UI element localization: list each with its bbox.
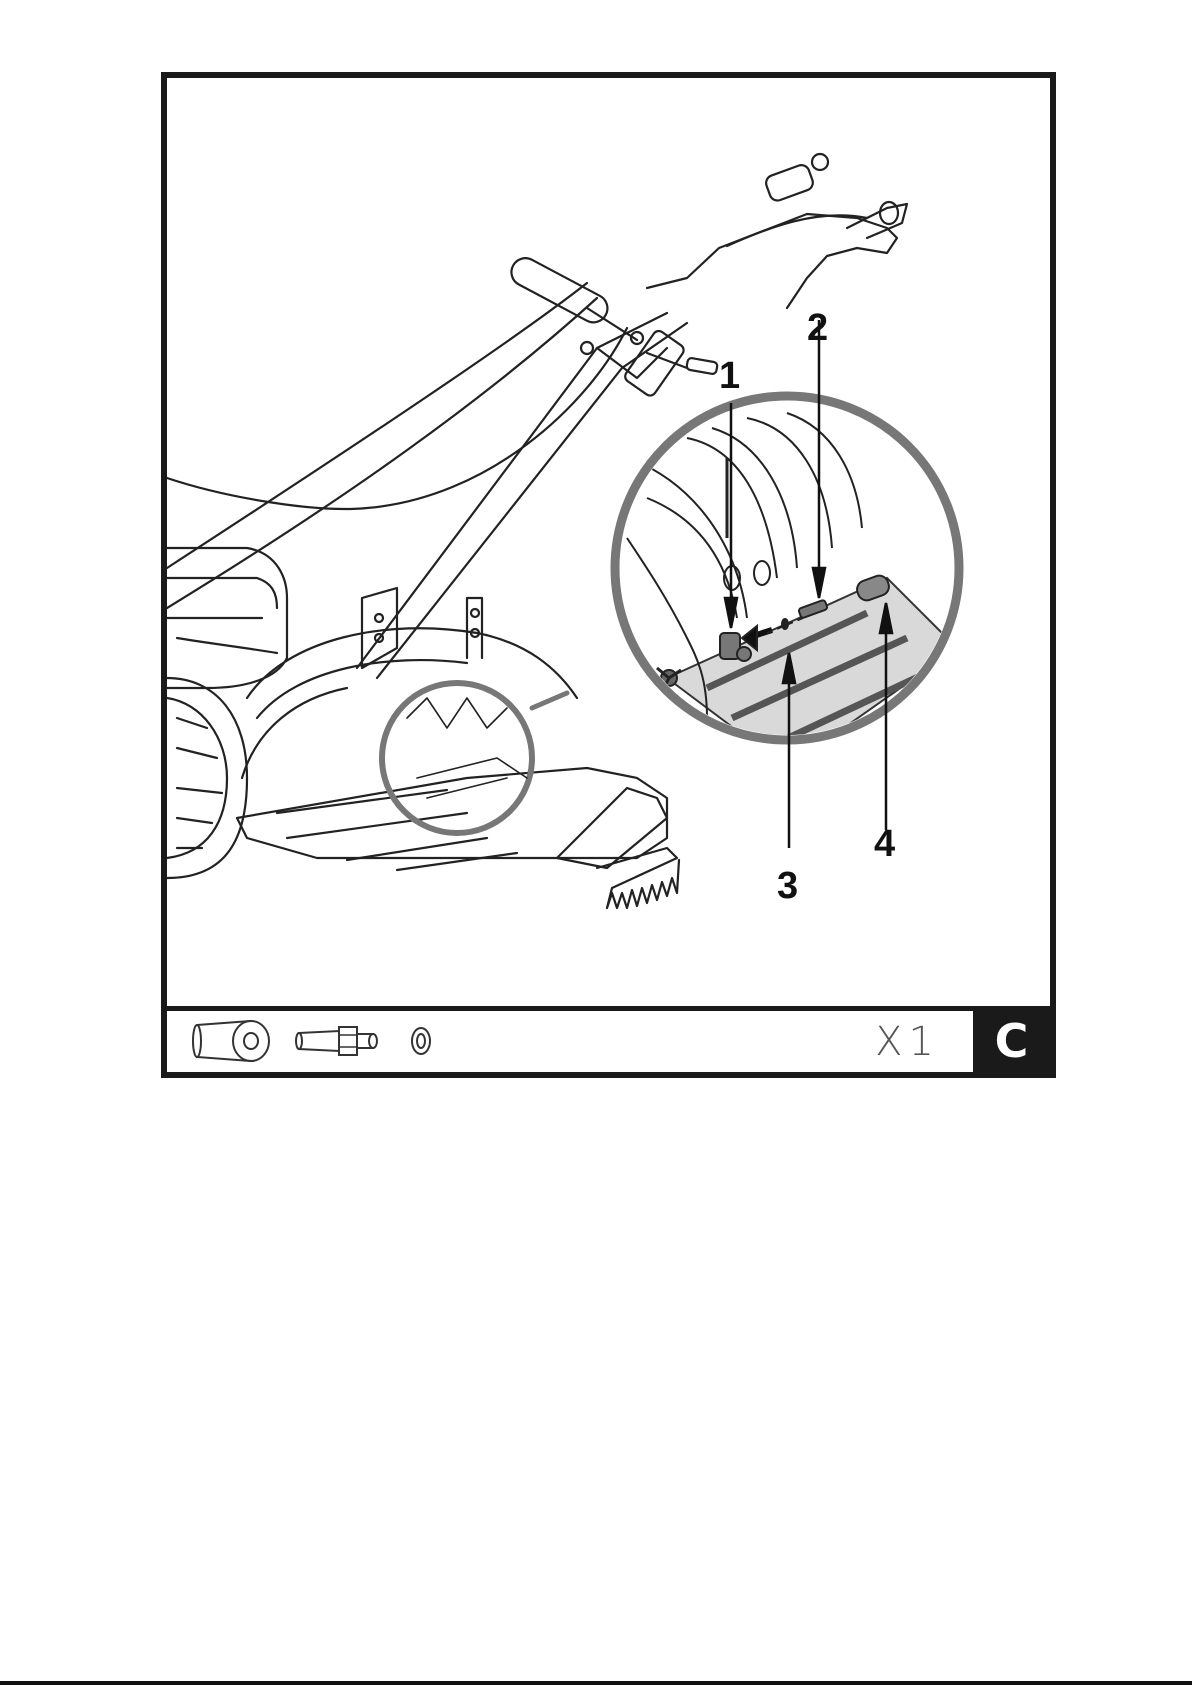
washer-part-icon	[401, 1013, 441, 1069]
callout-3: 3	[777, 865, 798, 907]
step-letter-badge: C	[973, 1011, 1050, 1072]
figure-frame: 1 2 3 4 X1 C	[161, 72, 1056, 1078]
parts-strip: X1 C	[167, 1006, 1050, 1072]
detail-magnified-view	[615, 396, 959, 768]
tiller-assembly-illustration: 1 2 3 4	[167, 78, 1050, 1006]
bolt-part-icon	[295, 1013, 385, 1069]
callout-2: 2	[807, 307, 828, 349]
step-letter: C	[973, 1014, 1050, 1068]
sleeve-part-icon	[191, 1013, 281, 1069]
callout-4: 4	[874, 823, 895, 865]
quantity-label: X1	[875, 1019, 940, 1065]
detail-locator-circle	[382, 683, 532, 833]
page-bottom-rule	[0, 1681, 1192, 1685]
callout-1: 1	[719, 355, 740, 397]
